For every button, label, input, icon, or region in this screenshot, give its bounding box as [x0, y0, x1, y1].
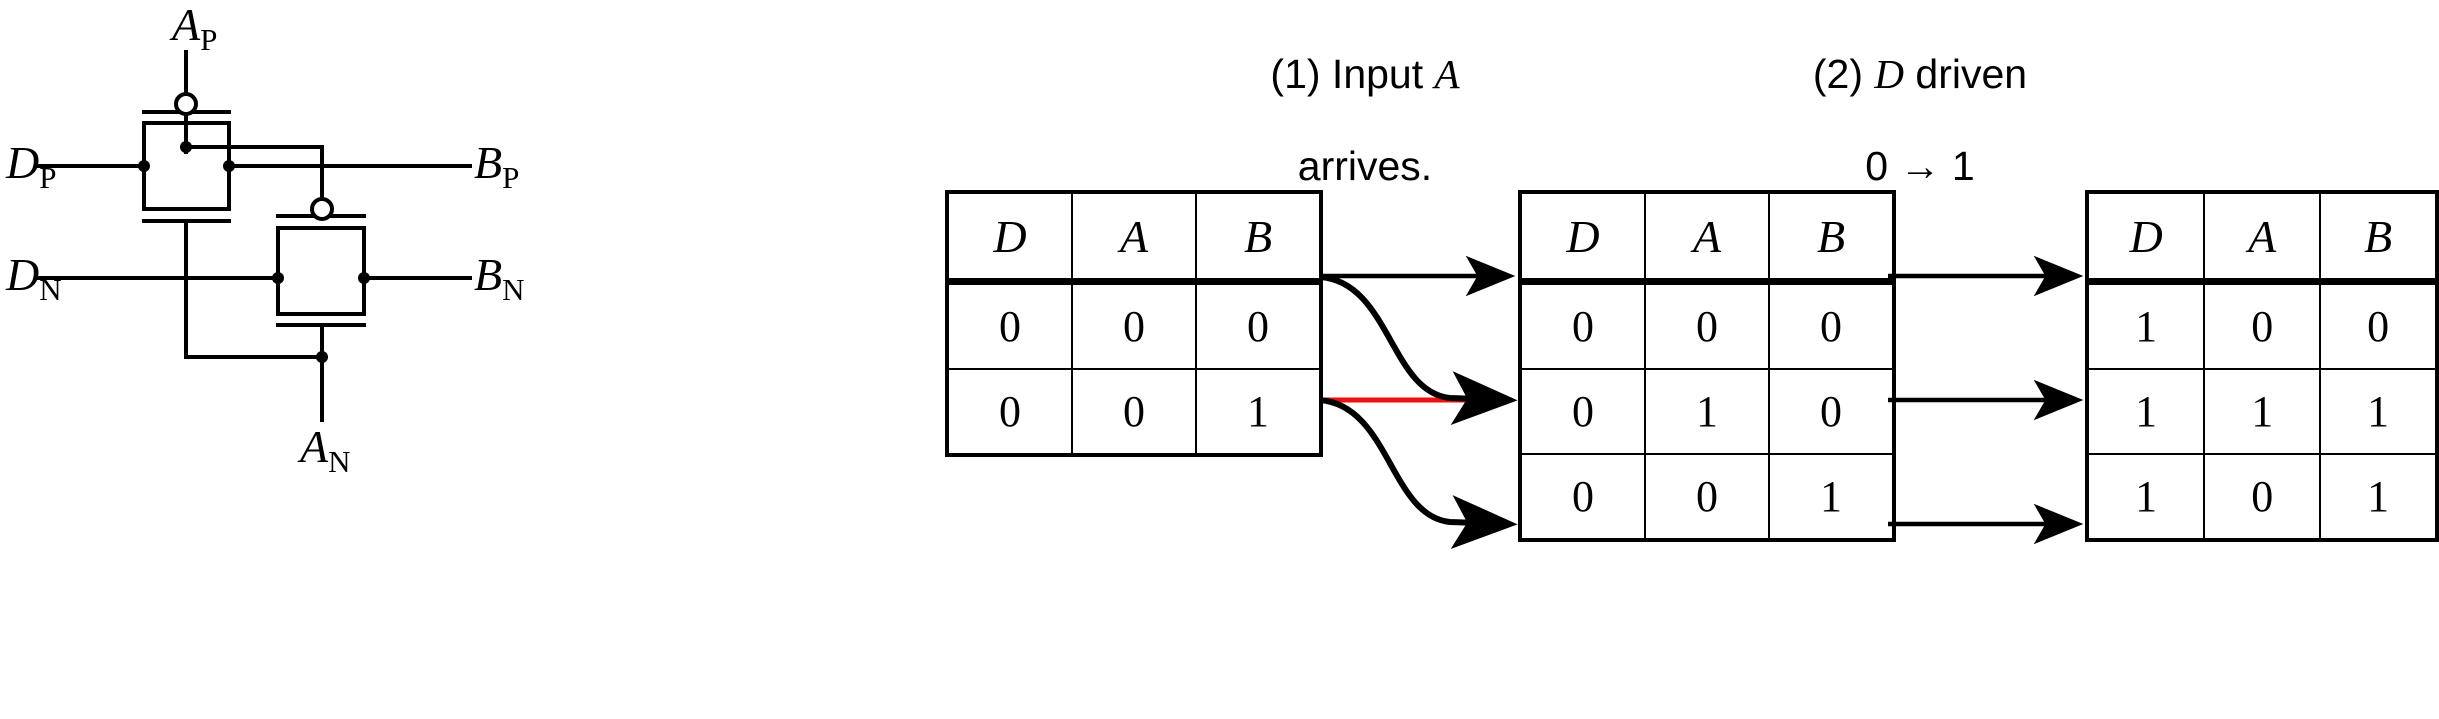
table-cell: 0 — [2203, 280, 2322, 370]
node-dot-t2-source — [358, 272, 370, 284]
caption-step-1: (1) Input A arrives. — [1155, 6, 1575, 236]
t2-gate-bubble-icon — [310, 197, 334, 221]
table-header-cell: D — [2084, 190, 2206, 285]
table-cell: 0 — [1768, 280, 1896, 370]
label-an: AN — [300, 421, 351, 480]
label-bn: BN — [474, 249, 525, 308]
caption-step-2-line-1: (2) D driven — [1812, 50, 2028, 97]
table-cell: 1 — [2319, 368, 2439, 455]
table-cell: 0 — [1768, 368, 1896, 455]
table-header-cell: A — [2203, 190, 2322, 285]
table-cell: 0 — [1518, 280, 1646, 370]
t2-body — [276, 226, 366, 316]
table-cell: 1 — [2203, 368, 2322, 455]
table-cell: 1 — [2319, 453, 2439, 542]
table-cell: 0 — [1644, 453, 1770, 542]
circuit-schematic: AP DP DN BP BN AN — [0, 0, 620, 719]
arrow-curve-t1r1-to-t2r2 — [1319, 274, 1518, 426]
node-dot-t1-drain — [138, 160, 150, 172]
caption-step-1-line-2: arrives. — [1297, 142, 1433, 189]
table-header-cell: B — [2319, 190, 2439, 285]
table-cell: 0 — [945, 280, 1073, 370]
table-header-cell: B — [1195, 190, 1323, 285]
table-cell: 1 — [1195, 368, 1323, 457]
circuit-svg — [36, 50, 472, 422]
arrow-curve-t1r2-to-t2r3 — [1319, 397, 1518, 550]
table-cell: 1 — [1768, 453, 1896, 542]
table-cell: 1 — [1644, 368, 1770, 455]
caption-step-1-line-1: (1) Input A — [1270, 50, 1460, 97]
t1-gate-bubble-icon — [174, 92, 198, 116]
table-cell: 1 — [2084, 280, 2206, 370]
table-cell: 0 — [2319, 280, 2439, 370]
table-header-cell: B — [1768, 190, 1896, 285]
caption-step-2: (2) D driven 0 → 1 — [1710, 6, 2130, 236]
table-cell: 0 — [2203, 453, 2322, 542]
table-cell: 1 — [2084, 368, 2206, 455]
label-bp: BP — [474, 137, 520, 196]
table-header-cell: A — [1644, 190, 1770, 285]
table-cell: 1 — [2084, 453, 2206, 542]
label-dn: DN — [6, 249, 62, 308]
label-ap: AP — [172, 0, 218, 58]
caption-step-2-line-2: 0 → 1 — [1865, 142, 1975, 189]
table-cell: 0 — [1071, 368, 1197, 457]
label-dp: DP — [6, 137, 57, 196]
node-dot-t2-drain — [272, 272, 284, 284]
table-header-cell: D — [1518, 190, 1646, 285]
table-header-cell: A — [1071, 190, 1197, 285]
table-cell: 0 — [1195, 280, 1323, 370]
table-cell: 0 — [1518, 453, 1646, 542]
node-dot-ap — [180, 141, 192, 153]
table-cell: 0 — [945, 368, 1073, 457]
table-header-cell: D — [945, 190, 1073, 285]
table-cell: 0 — [1644, 280, 1770, 370]
node-dot-an — [316, 351, 328, 363]
table-cell: 0 — [1071, 280, 1197, 370]
table-cell: 0 — [1518, 368, 1646, 455]
node-dot-t1-source — [223, 160, 235, 172]
